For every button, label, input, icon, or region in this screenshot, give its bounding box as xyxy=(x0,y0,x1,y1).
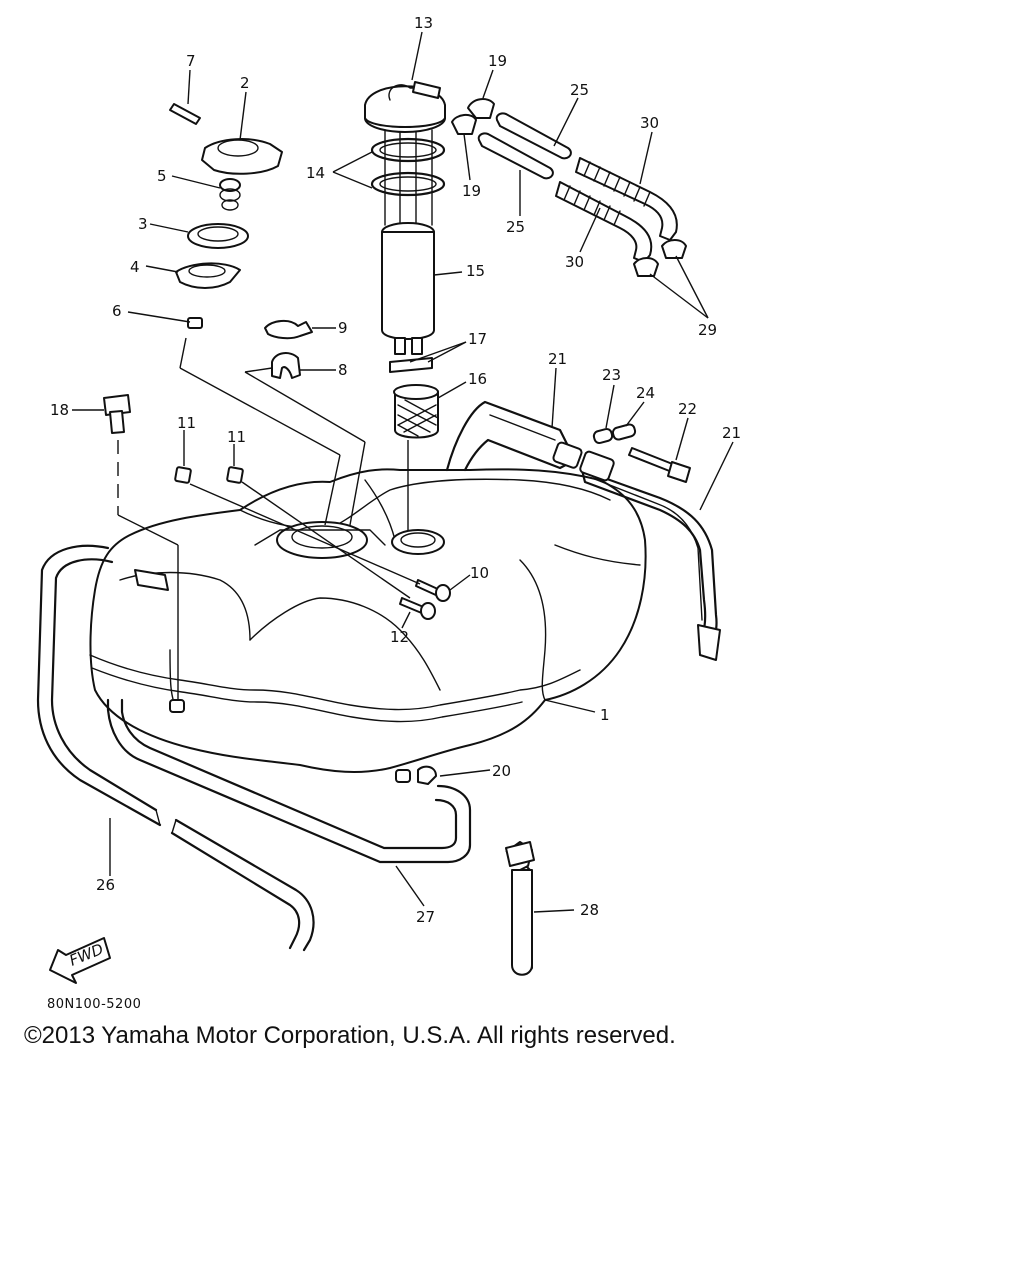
leader-lines xyxy=(72,31,734,913)
cap-seat-4 xyxy=(175,262,241,289)
part-label-22: 22 xyxy=(678,400,697,418)
bolt-10 xyxy=(415,579,451,602)
part-label-7: 7 xyxy=(186,52,196,70)
hose-25-lower xyxy=(477,132,554,180)
fuel-filter-16 xyxy=(393,384,439,439)
part-label-19b: 19 xyxy=(462,182,481,200)
part-label-1: 1 xyxy=(600,706,610,724)
clamp-19-upper xyxy=(467,98,495,119)
diagram-code: 80N100-5200 xyxy=(47,997,142,1012)
clamp-19-lower xyxy=(451,114,477,135)
breather-hose-30-lower xyxy=(555,181,653,263)
part-label-21b: 21 xyxy=(722,424,741,442)
part-label-24: 24 xyxy=(636,384,655,402)
drain-clamp-20 xyxy=(395,765,437,785)
part-label-17: 17 xyxy=(468,330,487,348)
copyright-notice: ©2013 Yamaha Motor Corporation, U.S.A. A… xyxy=(24,1022,676,1049)
nut-11-left xyxy=(174,466,192,484)
part-label-28: 28 xyxy=(580,901,599,919)
bolt-12 xyxy=(399,597,436,620)
collar-23 xyxy=(592,427,614,445)
part-label-15: 15 xyxy=(466,262,485,280)
tank-band-right xyxy=(579,450,721,661)
strap-28 xyxy=(505,841,535,976)
part-label-4: 4 xyxy=(130,258,140,276)
pin-7 xyxy=(169,103,201,125)
part-label-6: 6 xyxy=(112,302,122,320)
fuel-pump-gaskets xyxy=(370,137,446,197)
fuel-tank-exploded-diagram: FWD xyxy=(36,14,741,984)
breather-hose-30-upper xyxy=(575,157,678,241)
tank-band-left xyxy=(445,400,583,472)
collar-24 xyxy=(611,423,637,441)
part-label-11b: 11 xyxy=(227,428,246,446)
clip-6 xyxy=(187,317,203,329)
nut-11-right xyxy=(226,466,244,484)
part-labels: 1 2 3 4 5 6 7 8 9 10 11 11 12 13 14 15 1… xyxy=(50,14,741,926)
part-label-27: 27 xyxy=(416,908,435,926)
fuel-pump-cap xyxy=(364,81,446,133)
part-label-11a: 11 xyxy=(177,414,196,432)
part-label-13: 13 xyxy=(414,14,433,32)
clips-17 xyxy=(389,357,433,373)
bolt-18 xyxy=(103,394,131,434)
part-label-21a: 21 xyxy=(548,350,567,368)
part-label-18: 18 xyxy=(50,401,69,419)
part-label-20: 20 xyxy=(492,762,511,780)
part-label-30a: 30 xyxy=(640,114,659,132)
part-label-9: 9 xyxy=(338,319,348,337)
fwd-arrow-icon: FWD xyxy=(49,937,111,984)
part-label-2: 2 xyxy=(240,74,250,92)
clamp-9 xyxy=(264,320,313,340)
part-label-10: 10 xyxy=(470,564,489,582)
fuel-pump-body xyxy=(381,129,435,355)
part-label-5: 5 xyxy=(157,167,167,185)
bolt-22 xyxy=(628,447,691,483)
hose-27 xyxy=(106,698,472,864)
fuel-cap xyxy=(201,138,283,175)
clamps-29 xyxy=(633,239,687,277)
fuel-tank xyxy=(89,468,647,773)
part-label-25a: 25 xyxy=(570,81,589,99)
part-label-8: 8 xyxy=(338,361,348,379)
part-label-23: 23 xyxy=(602,366,621,384)
part-label-25b: 25 xyxy=(506,218,525,236)
part-label-19a: 19 xyxy=(488,52,507,70)
hose-25-upper xyxy=(495,112,572,160)
part-label-26: 26 xyxy=(96,876,115,894)
hose-26 xyxy=(36,544,315,952)
part-label-30b: 30 xyxy=(565,253,584,271)
spring-5 xyxy=(219,178,241,211)
part-label-14: 14 xyxy=(306,164,325,182)
part-label-16: 16 xyxy=(468,370,487,388)
gasket-3 xyxy=(187,223,249,249)
part-label-12: 12 xyxy=(390,628,409,646)
part-label-3: 3 xyxy=(138,215,148,233)
part-label-29: 29 xyxy=(698,321,717,339)
clamp-8 xyxy=(271,352,301,379)
